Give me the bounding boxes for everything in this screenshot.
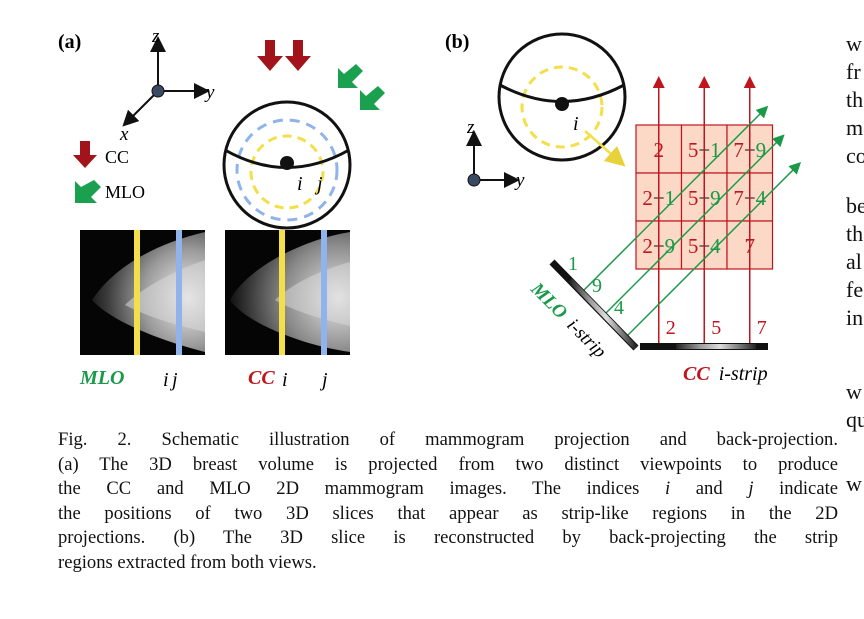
cc-strip-value: 5 <box>711 317 721 339</box>
axes-b: z y <box>466 117 525 191</box>
down-arrow-icon <box>73 141 97 168</box>
axes-a: z y x <box>119 26 215 145</box>
caption-line: (a) The 3D breast volume is projected fr… <box>58 453 838 475</box>
cc-i-strip <box>640 343 768 350</box>
figure-caption: Fig. 2. Schematic illustration of mammog… <box>58 428 838 575</box>
legend-cc-label: CC <box>105 147 129 167</box>
legend-mlo-label: MLO <box>105 182 145 202</box>
mlo-mammogram-image <box>80 230 205 355</box>
panel-b-label: (b) <box>445 31 469 53</box>
mlo-i-strip <box>549 259 639 351</box>
sphere-b-i-label: i <box>573 113 579 135</box>
mlo-ray <box>625 161 802 338</box>
cc-slice-j-label: j <box>319 369 328 391</box>
adjacent-column-fragment: w <box>846 31 862 56</box>
adjacent-column-fragment: in <box>846 305 864 330</box>
cc-strip-label: CC i-strip <box>683 363 768 385</box>
adjacent-column-fragment: th <box>846 221 864 246</box>
cc-strip-value: 2 <box>666 317 676 339</box>
cc-mammogram-image <box>225 230 350 355</box>
axis-b-z-label: z <box>466 117 475 138</box>
cc-strip-value: 7 <box>757 317 767 339</box>
adjacent-column-fragment: fr <box>846 59 861 84</box>
axis-x-label: x <box>119 124 129 145</box>
back-projection-rays <box>581 76 802 343</box>
axis-y-label: y <box>204 82 215 103</box>
mlo-strip-value: 1 <box>568 253 578 275</box>
diagonal-arrow-icon <box>75 180 101 203</box>
axis-z-label: z <box>151 26 160 47</box>
adjacent-column-fragment: fe <box>846 277 864 302</box>
caption-line: projections. (b) The 3D slice is reconst… <box>58 527 838 548</box>
caption-line: regions extracted from both views. <box>58 551 317 573</box>
mlo-strip-value: 9 <box>592 275 602 297</box>
mlo-ray <box>603 134 785 316</box>
adjacent-column-fragment: m <box>846 115 864 140</box>
breast-volume-sphere: i j <box>222 100 352 230</box>
adjacent-column-fragment: w <box>846 471 862 496</box>
adjacent-column-fragment: al <box>846 249 862 274</box>
sphere-j-label: j <box>314 173 323 195</box>
caption-line: the positions of two 3D slices that appe… <box>58 502 838 524</box>
panel-a-label: (a) <box>58 31 81 53</box>
cc-image-label: CC <box>248 367 275 389</box>
caption-line: Fig. 2. Schematic illustration of mammog… <box>58 429 838 450</box>
adjacent-column-fragment: co <box>846 143 864 168</box>
adjacent-column-fragment: th <box>846 87 864 112</box>
mlo-image-label: MLO <box>79 367 124 389</box>
adjacent-column-fragment: qu <box>846 407 864 432</box>
axis-b-y-label: y <box>514 170 525 191</box>
mlo-slice-i-label: i <box>163 369 169 391</box>
cc-projection-arrows <box>257 40 311 71</box>
mlo-slice-j-label: j <box>169 369 178 391</box>
mlo-ray <box>581 105 769 293</box>
caption-line: the CC and MLO 2D mammogram images. The … <box>58 478 838 499</box>
sphere-i-label: i <box>297 173 303 195</box>
mlo-projection-arrows <box>338 64 385 110</box>
slice-sphere: i <box>497 32 627 167</box>
adjacent-column-fragment: be <box>846 193 864 218</box>
mlo-strip-value: 4 <box>614 297 624 319</box>
adjacent-column-fragment: w <box>846 379 862 404</box>
legend-cc: CC <box>73 141 129 168</box>
cc-slice-i-label: i <box>282 369 288 391</box>
legend-mlo: MLO <box>75 180 145 203</box>
